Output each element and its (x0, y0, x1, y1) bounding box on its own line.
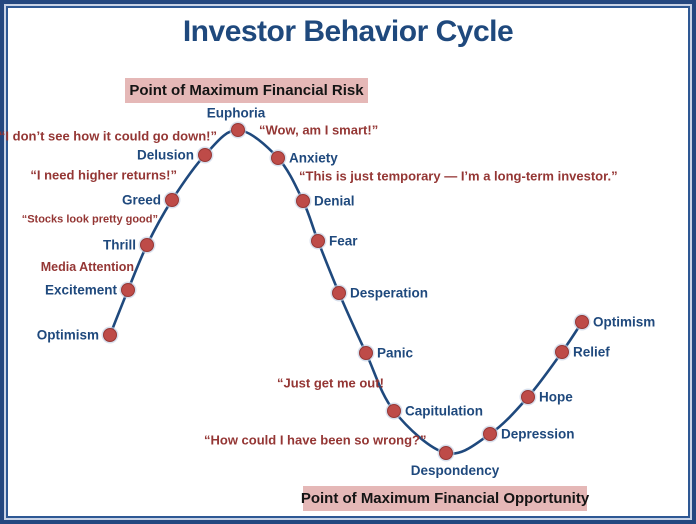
point-label-capitulation: Capitulation (405, 403, 483, 419)
data-point-despondency (439, 446, 453, 460)
point-label-desperation: Desperation (350, 285, 429, 301)
point-label-greed: Greed (121, 192, 161, 208)
data-point-optimism (575, 315, 589, 329)
point-label-euphoria: Euphoria (206, 105, 266, 121)
point-label-delusion: Delusion (136, 147, 194, 163)
quote-annotation-1: “I don’t see how it could go down!” (0, 128, 217, 144)
quote-annotation-6: Media Attention (40, 259, 134, 274)
data-point-excitement (121, 283, 135, 297)
data-point-euphoria (231, 123, 245, 137)
data-point-capitulation (387, 404, 401, 418)
data-point-fear (311, 234, 325, 248)
point-label-excitement: Excitement (44, 282, 117, 298)
point-label-despondency: Despondency (410, 463, 500, 478)
data-point-anxiety (271, 151, 285, 165)
page-title: Investor Behavior Cycle (182, 15, 514, 48)
data-point-thrill (140, 238, 154, 252)
quote-annotation-2: “Wow, am I smart!” (259, 122, 379, 138)
data-point-desperation (332, 286, 346, 300)
point-label-denial: Denial (314, 193, 355, 209)
data-point-optimism (103, 328, 117, 342)
max-financial-risk-box: Point of Maximum Financial Risk (125, 78, 368, 103)
data-point-delusion (198, 148, 212, 162)
point-label-optimism: Optimism (593, 314, 656, 330)
max-financial-opportunity-box: Point of Maximum Financial Opportunity (301, 486, 589, 511)
data-point-hope (521, 390, 535, 404)
data-point-depression (483, 427, 497, 441)
quote-annotation-3: “I need higher returns!” (30, 167, 177, 183)
point-label-panic: Panic (377, 345, 414, 361)
data-point-denial (296, 194, 310, 208)
data-point-relief (555, 345, 569, 359)
point-label-fear: Fear (329, 233, 358, 249)
point-label-relief: Relief (573, 344, 610, 360)
point-label-anxiety: Anxiety (289, 150, 338, 166)
point-label-depression: Depression (501, 426, 575, 442)
quote-annotation-4: “This is just temporary — I’m a long-ter… (299, 168, 618, 184)
data-point-greed (165, 193, 179, 207)
quote-annotation-5: “Stocks look pretty good” (21, 213, 158, 226)
point-label-thrill: Thrill (103, 237, 136, 253)
data-point-panic (359, 346, 373, 360)
point-label-optimism: Optimism (36, 327, 99, 343)
quote-annotation-7: “Just get me out! (277, 375, 384, 391)
quote-annotation-8: “How could I have been so wrong?” (204, 432, 427, 448)
point-label-hope: Hope (539, 389, 573, 405)
